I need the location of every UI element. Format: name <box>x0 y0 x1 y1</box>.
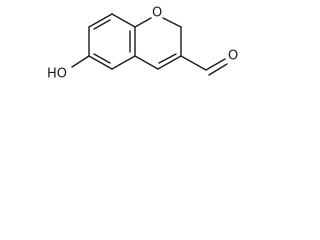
aldehyde-group <box>180 55 228 76</box>
bond-c6-c5 <box>88 55 113 70</box>
pyran-ring <box>134 17 182 70</box>
ring-oxygen-label: O <box>152 6 162 21</box>
chemical-structure-diagram: O HO O <box>47 6 238 82</box>
bond-o1-c2 <box>162 17 182 28</box>
benzene-ring <box>88 13 136 70</box>
bond-c3-cho <box>180 55 207 71</box>
hydroxyl-label: HO <box>47 67 67 82</box>
aldehyde-oxygen-label: O <box>228 49 238 64</box>
hydroxyl-group <box>71 55 90 68</box>
bond-c4-c4a <box>134 55 159 70</box>
bond-c5-c4a <box>111 55 136 70</box>
double-bond-c8-c7-inner <box>93 19 111 30</box>
bond-cho-o-a <box>205 58 226 71</box>
bond-cho-o-b <box>208 63 228 76</box>
bond-c8a-o1 <box>134 17 152 28</box>
bond-c3-c4 <box>157 55 182 70</box>
bond-c6-oh <box>71 55 90 68</box>
double-bond-c3-c4-inner <box>158 53 177 64</box>
bond-c8-c7 <box>88 13 113 28</box>
bond-c8a-c8 <box>111 13 136 28</box>
double-bond-c6-c5-inner <box>93 53 111 64</box>
